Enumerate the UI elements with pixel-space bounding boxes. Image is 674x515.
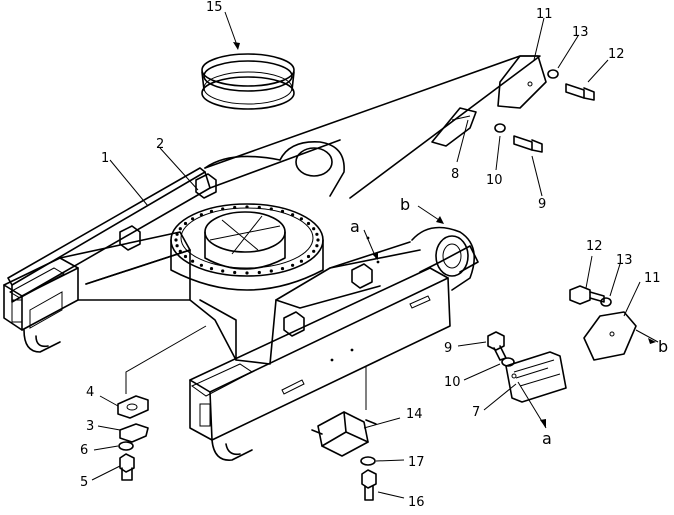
part-12-bolt-upper [565, 83, 595, 101]
part-11-cover-lower [583, 311, 637, 361]
bolt-hole [191, 217, 195, 221]
callout-labels: 15 1 2 11 13 12 8 10 9 12 13 11 9 10 7 1… [80, 0, 661, 510]
part-3-shim [119, 423, 149, 443]
callout-12-lower: 12 [586, 239, 603, 254]
callout-4: 4 [86, 385, 94, 400]
bolt-hole [269, 207, 273, 211]
callout-13-upper: 13 [572, 25, 589, 40]
callout-13-lower: 13 [616, 253, 633, 268]
callout-15: 16 [408, 495, 425, 510]
part-10-washer-upper [494, 123, 506, 133]
bolt-hole [199, 263, 203, 267]
part-13-washer-upper [547, 69, 559, 79]
part-13-washer-lower [600, 297, 612, 307]
bolt-hole [291, 213, 295, 217]
part-1-track-frame [3, 55, 541, 461]
callout-11-lower: 11 [644, 271, 661, 286]
bolt-hole [175, 244, 179, 248]
bolt-hole [178, 249, 182, 253]
bolt-hole [221, 207, 225, 211]
callout-12-upper: 12 [608, 47, 625, 62]
part-17-seal-ring [201, 53, 295, 110]
arrow-heads [233, 42, 656, 428]
bearing-bolt-holes [174, 205, 320, 275]
bolt-hole [178, 227, 182, 231]
callout-10-upper: 10 [486, 173, 503, 188]
bolt-hole [221, 269, 225, 273]
callout-2: 2 [156, 137, 164, 152]
bolt-hole [209, 209, 214, 213]
callout-3: 3 [86, 419, 94, 434]
part-9-bolt-upper [513, 135, 543, 153]
bolt-hole [233, 205, 237, 210]
reference-b-upper: b [400, 195, 410, 214]
bolt-hole [257, 205, 261, 210]
bolt-hole [233, 270, 237, 275]
callout-16: 17 [408, 455, 425, 470]
part-14-guard [311, 411, 377, 457]
reference-a-upper: a [350, 217, 360, 236]
callout-17: 15 [206, 0, 223, 15]
bolt-hole [209, 267, 214, 271]
bolt-hole [306, 254, 311, 259]
bolt-hole [316, 238, 320, 242]
part-12-bolt-lower [569, 285, 605, 305]
bolt-hole [183, 254, 188, 259]
bolt-hole [245, 205, 249, 209]
reference-letters: a a b b [350, 195, 668, 448]
callout-1: 1 [101, 151, 109, 166]
callout-11-upper: 11 [536, 7, 553, 22]
bolt-hole [183, 221, 188, 226]
part-9-bolt-lower [487, 331, 507, 361]
bolt-hole [299, 259, 303, 263]
bolt-hole [175, 232, 179, 236]
callout-6: 6 [80, 443, 88, 458]
part-6-washer [118, 441, 134, 451]
bolt-hole [245, 271, 249, 275]
part-16-washer [360, 456, 376, 466]
bolt-hole [257, 270, 261, 275]
bolt-hole [280, 267, 285, 271]
bolt-hole [269, 269, 273, 273]
bolt-hole [312, 227, 316, 231]
part-15-bolt [361, 469, 377, 501]
bolt-hole [291, 263, 295, 267]
bolt-hole [280, 209, 285, 213]
bolt-hole [315, 244, 319, 248]
callout-5: 5 [80, 475, 88, 490]
callout-9-upper: 9 [538, 197, 546, 212]
bolt-hole [191, 259, 195, 263]
bolt-hole [174, 238, 178, 242]
part-11-cover-upper [497, 55, 547, 109]
bolt-hole [299, 217, 303, 221]
callout-8: 8 [451, 167, 459, 182]
bolt-hole [199, 213, 203, 217]
callout-10-lower: 10 [444, 375, 461, 390]
callout-7: 7 [472, 405, 480, 420]
bolt-hole [306, 221, 311, 226]
part-8-bracket [431, 107, 477, 147]
part-5-bolt [119, 453, 135, 481]
bolt-hole [315, 232, 319, 236]
callout-9-lower: 9 [444, 341, 452, 356]
reference-b-lower: b [658, 337, 668, 356]
part-4-plate [117, 395, 149, 419]
bolt-hole [312, 249, 316, 253]
callout-14: 14 [406, 407, 423, 422]
reference-a-lower: a [542, 429, 552, 448]
part-7-bracket [505, 351, 567, 403]
